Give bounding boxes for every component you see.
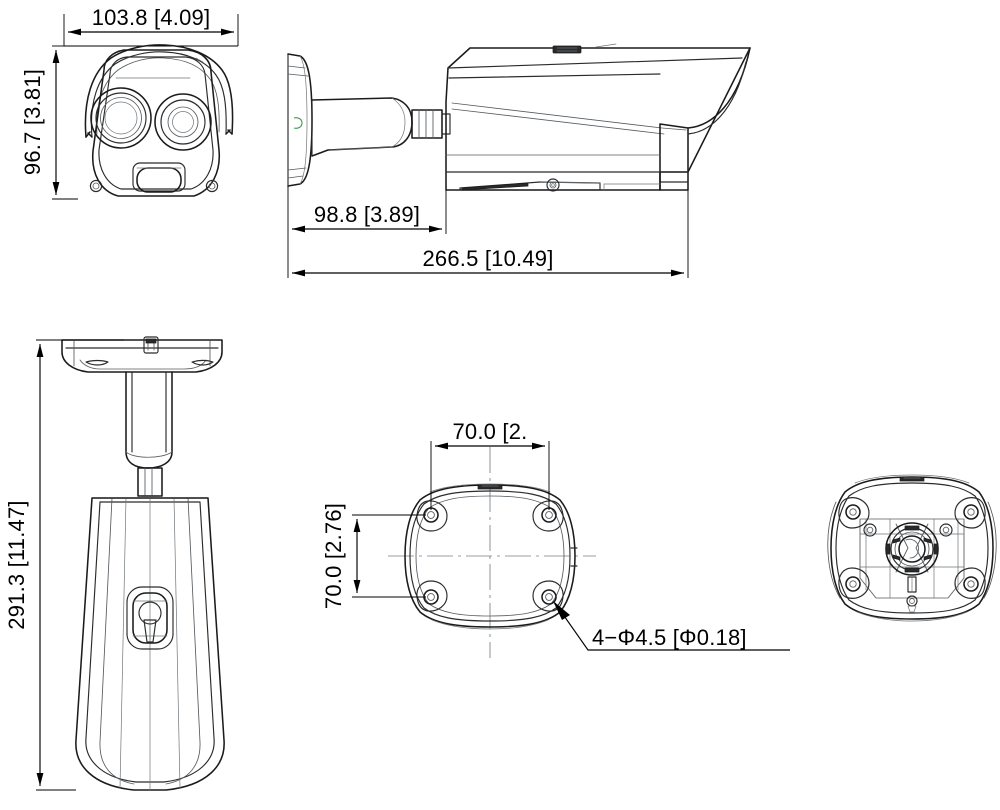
dim-base-hole-pitch-vertical: 70.0 [2.76] <box>321 503 361 609</box>
bracket-inner-bosses <box>863 523 953 537</box>
ceiling-plate-slot-left <box>85 359 109 366</box>
bracket-hole-top-left <box>838 497 870 529</box>
ceiling-body-window <box>126 586 174 650</box>
dim-front-width-label: 103.8 [4.09] <box>92 5 211 30</box>
ceiling-camera-body <box>75 497 225 791</box>
base-plate-center-lines <box>388 447 596 658</box>
dim-side-total-length: 266.5 [10.49] <box>292 246 684 277</box>
side-bottom-screw <box>546 178 560 192</box>
dim-front-height: 96.7 [3.81] <box>20 50 60 195</box>
front-screw-bosses <box>89 179 219 193</box>
bracket-top-notch <box>899 476 925 482</box>
front-elevation-view: 103.8 [4.09] 96.7 [3.81] <box>20 5 239 200</box>
side-mount-arm <box>311 97 413 157</box>
bracket-interior-plate <box>859 518 965 599</box>
side-camera-housing <box>445 43 751 192</box>
bracket-bottom-stem <box>906 576 918 613</box>
side-elevation-view: 98.8 [3.89] 266.5 [10.49] <box>287 43 751 278</box>
ceiling-mount-elevation-view: 291.3 [11.47] <box>4 336 225 791</box>
base-hole-bottom-left <box>416 580 448 612</box>
base-hole-bottom-right <box>532 580 564 612</box>
bracket-hole-top-right <box>954 497 986 529</box>
dim-side-bracket-depth-label: 98.8 [3.89] <box>314 202 420 227</box>
dim-base-hole-pitch-horizontal-label: 70.0 [2. <box>453 419 528 444</box>
ceiling-plate-latch <box>143 336 159 354</box>
ceiling-view-extension-lines <box>36 339 124 791</box>
base-hole-top-right <box>532 500 564 532</box>
mounting-base-plan-view: 70.0 [2. 70.0 [2.76] 4−Φ4.5 [Φ0.18] <box>321 419 790 658</box>
front-sunshield <box>84 44 234 138</box>
dim-ceiling-total-height: 291.3 [11.47] <box>4 344 44 786</box>
ceiling-mount-knuckle <box>137 467 163 497</box>
front-body-shell <box>91 49 221 197</box>
front-view-extension-lines <box>52 14 239 200</box>
side-plate-cable-notch <box>293 117 303 129</box>
dim-base-hole-pitch-vertical-label: 70.0 [2.76] <box>321 503 346 609</box>
base-hole-top-left <box>416 500 448 532</box>
ceiling-plate-slot-right <box>191 359 214 366</box>
base-plate-mounting-holes <box>416 500 564 612</box>
base-hole-callout: 4−Φ4.5 [Φ0.18] <box>553 601 790 651</box>
side-top-connector <box>552 45 582 54</box>
base-plate-extension-lines <box>352 441 550 598</box>
dim-side-total-length-label: 266.5 [10.49] <box>422 246 553 271</box>
front-top-mark <box>195 57 204 63</box>
bracket-outer-shell <box>827 474 997 622</box>
thermal-lens <box>90 87 152 149</box>
dim-base-hole-pitch-horizontal: 70.0 [2. <box>435 419 545 450</box>
bracket-corner-holes <box>838 497 986 599</box>
side-vent-slot <box>461 182 529 191</box>
ir-illuminator-window <box>132 162 186 193</box>
dim-front-width: 103.8 [4.09] <box>68 5 234 36</box>
base-plate-top-notch <box>477 484 503 490</box>
ceiling-plate <box>61 336 223 373</box>
dim-side-bracket-depth: 98.8 [3.89] <box>292 202 442 233</box>
bracket-hole-bottom-right <box>954 567 986 599</box>
bracket-hole-bottom-left <box>838 567 870 599</box>
side-view-extension-lines <box>287 186 689 278</box>
base-hole-callout-label: 4−Φ4.5 [Φ0.18] <box>592 625 747 650</box>
optical-lens <box>154 93 212 151</box>
bracket-cable-gland <box>885 522 939 576</box>
side-knuckle-joint <box>411 109 451 139</box>
ceiling-mount-neck <box>125 371 173 469</box>
side-wall-plate <box>287 53 313 187</box>
dim-front-height-label: 96.7 [3.81] <box>20 69 45 175</box>
dim-ceiling-total-height-label: 291.3 [11.47] <box>4 500 29 629</box>
bracket-interior-plan-view <box>827 474 997 622</box>
